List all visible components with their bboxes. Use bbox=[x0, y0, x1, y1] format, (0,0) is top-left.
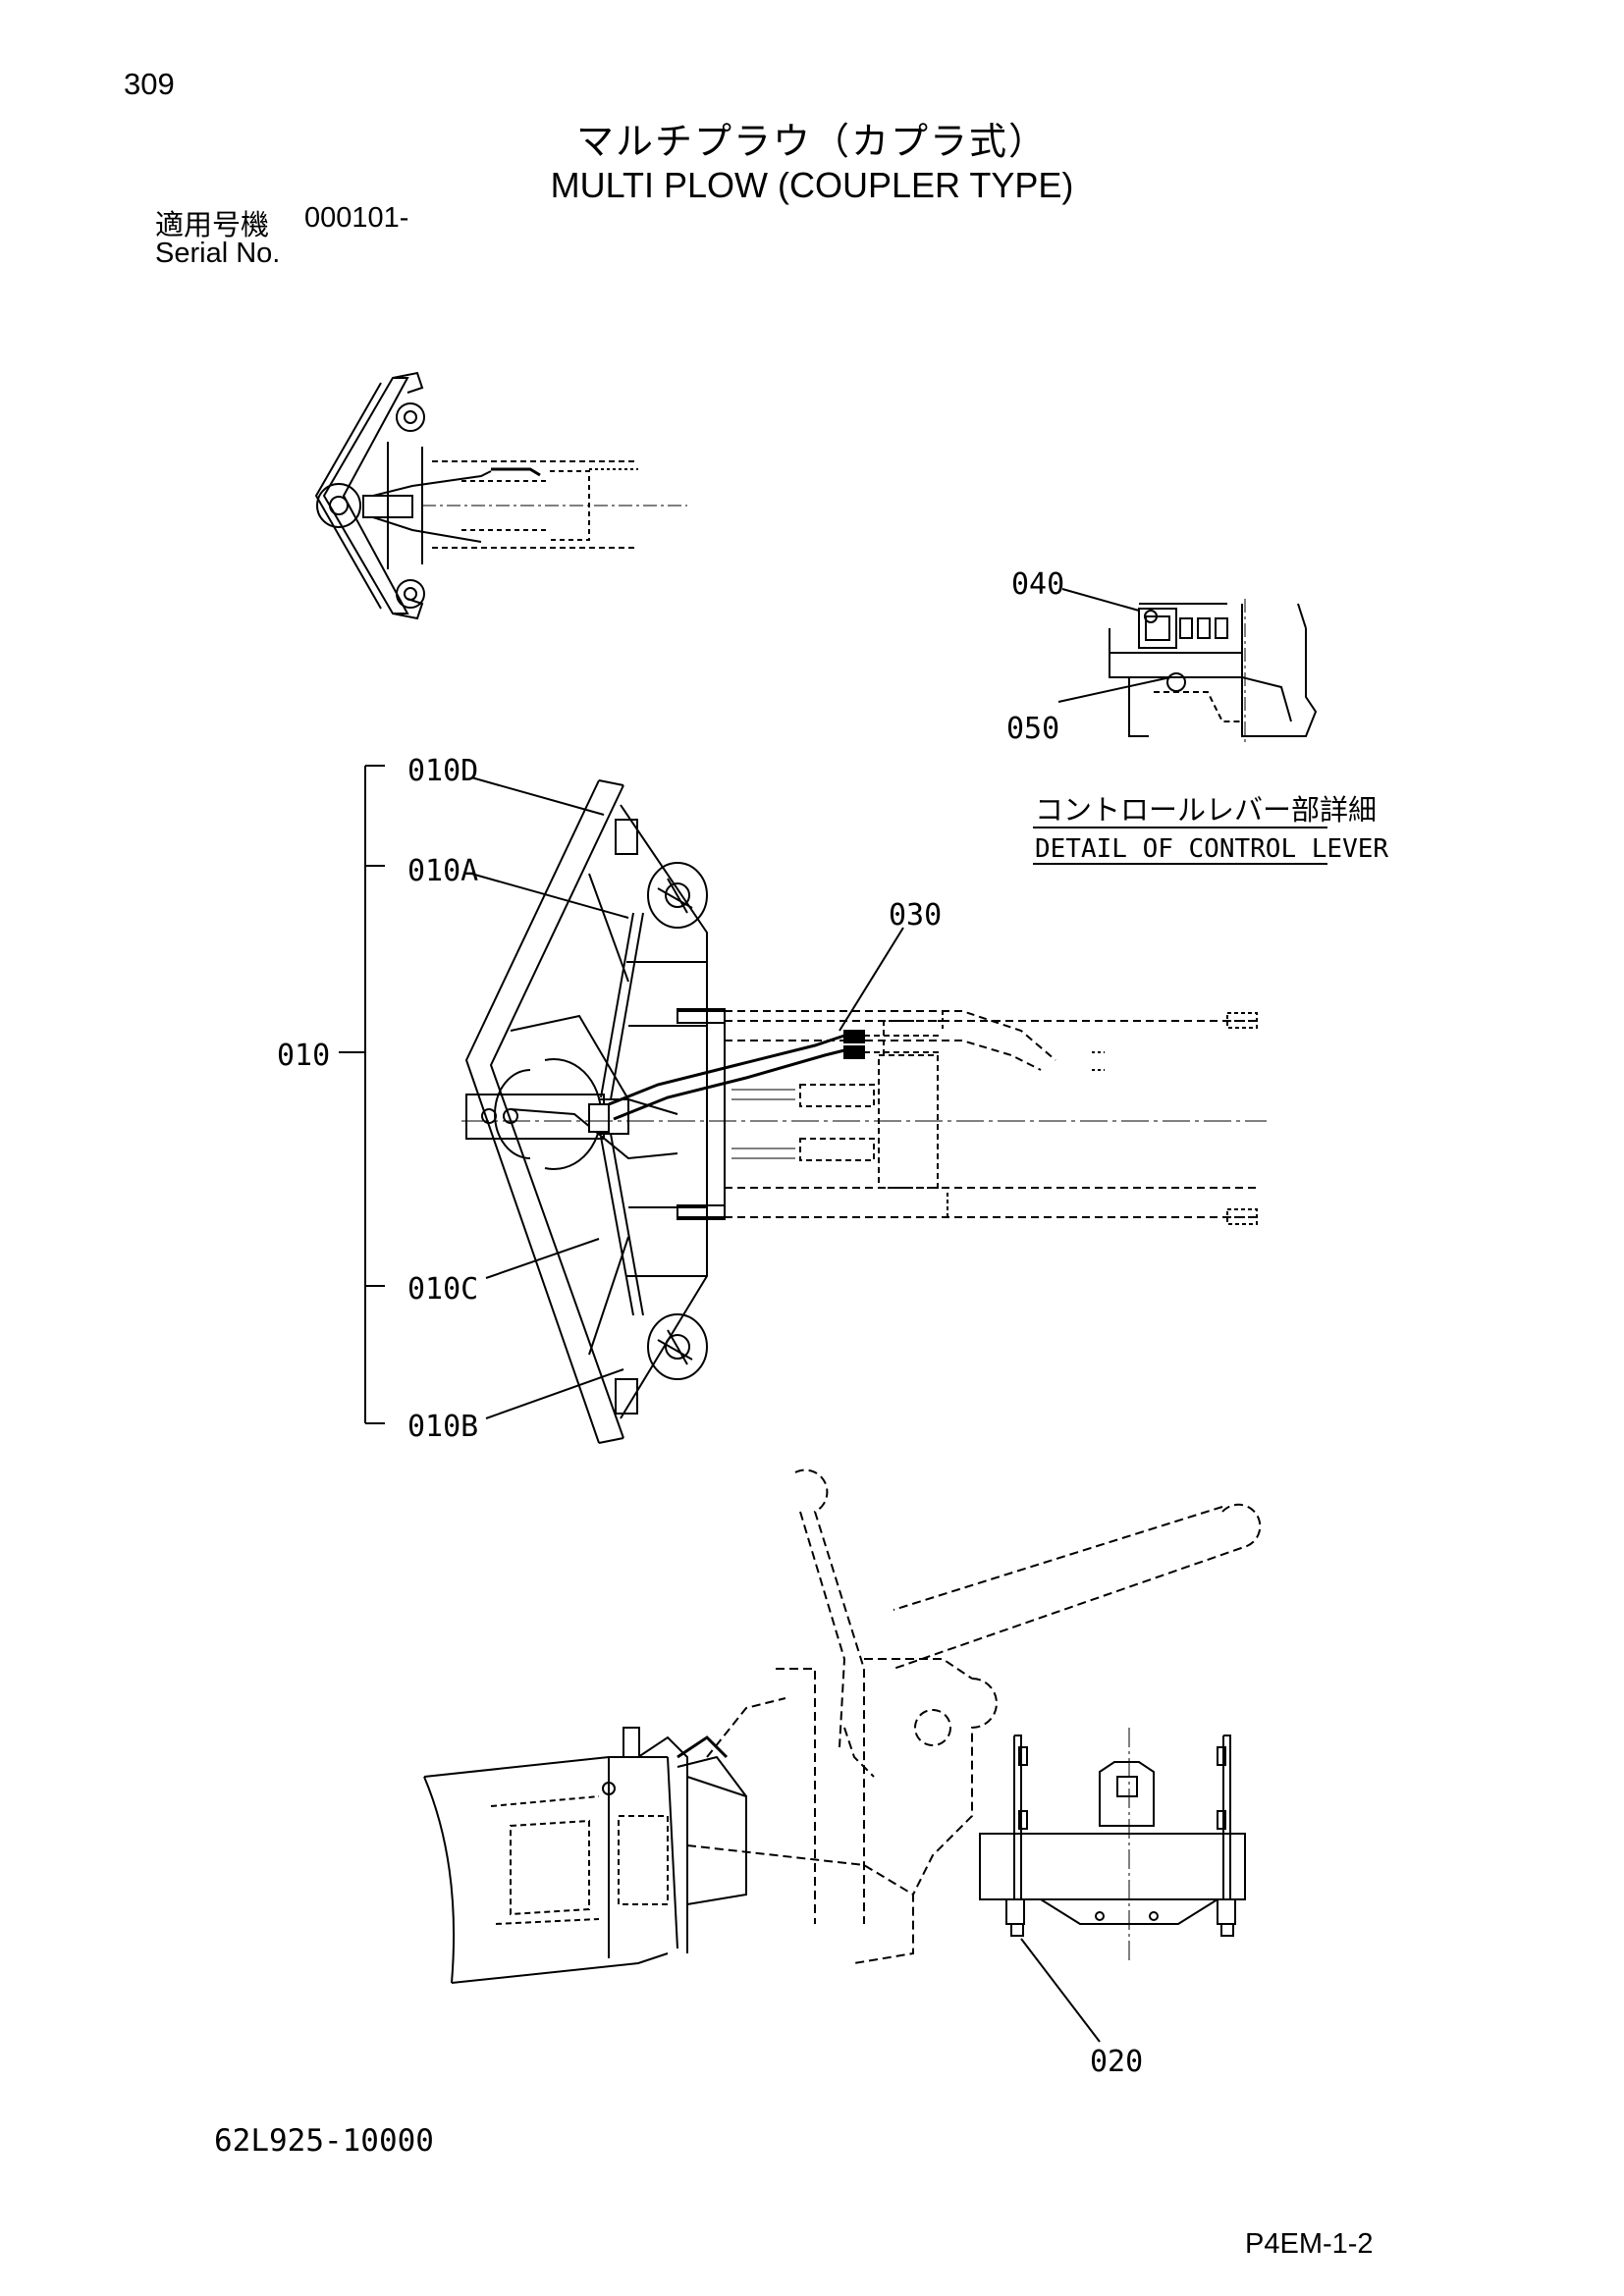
callout-020: 020 bbox=[1090, 2045, 1143, 2079]
leader-050 bbox=[1057, 676, 1171, 703]
side-view-blade bbox=[423, 1727, 747, 1984]
callout-leaders-main bbox=[339, 765, 904, 1424]
detail-label-english: DETAIL OF CONTROL LEVER bbox=[1035, 834, 1388, 864]
callout-040: 040 bbox=[1011, 567, 1064, 602]
page-code: P4EM-1-2 bbox=[1245, 2228, 1374, 2260]
title-japanese: マルチプラウ（カプラ式） bbox=[575, 120, 1048, 163]
page-number: 309 bbox=[124, 67, 175, 101]
title-english: MULTI PLOW (COUPLER TYPE) bbox=[550, 165, 1074, 205]
detail-label-japanese: コントロールレバー部詳細 bbox=[1035, 793, 1377, 827]
callout-010b: 010B bbox=[407, 1410, 478, 1444]
main-plow-drawing bbox=[461, 779, 1267, 1444]
callout-010c: 010C bbox=[407, 1272, 478, 1307]
serial-label-english: Serial No. bbox=[155, 238, 281, 269]
serial-label-japanese: 適用号機 bbox=[155, 208, 270, 241]
callout-050: 050 bbox=[1006, 712, 1059, 746]
callout-030: 030 bbox=[889, 898, 942, 933]
callout-010: 010 bbox=[277, 1039, 330, 1073]
drawing-number: 62L925-10000 bbox=[214, 2123, 434, 2159]
leader-040 bbox=[1061, 588, 1140, 612]
callout-010d: 010D bbox=[407, 754, 478, 788]
side-view-drawing bbox=[686, 1468, 1262, 1964]
control-lever-detail-drawing bbox=[1109, 599, 1318, 746]
callout-010a: 010A bbox=[407, 854, 478, 888]
leader-020 bbox=[1020, 1938, 1101, 2043]
coupler-front-view-drawing bbox=[979, 1728, 1246, 2043]
serial-number: 000101- bbox=[304, 202, 409, 234]
overview-plow-drawing bbox=[314, 371, 687, 620]
